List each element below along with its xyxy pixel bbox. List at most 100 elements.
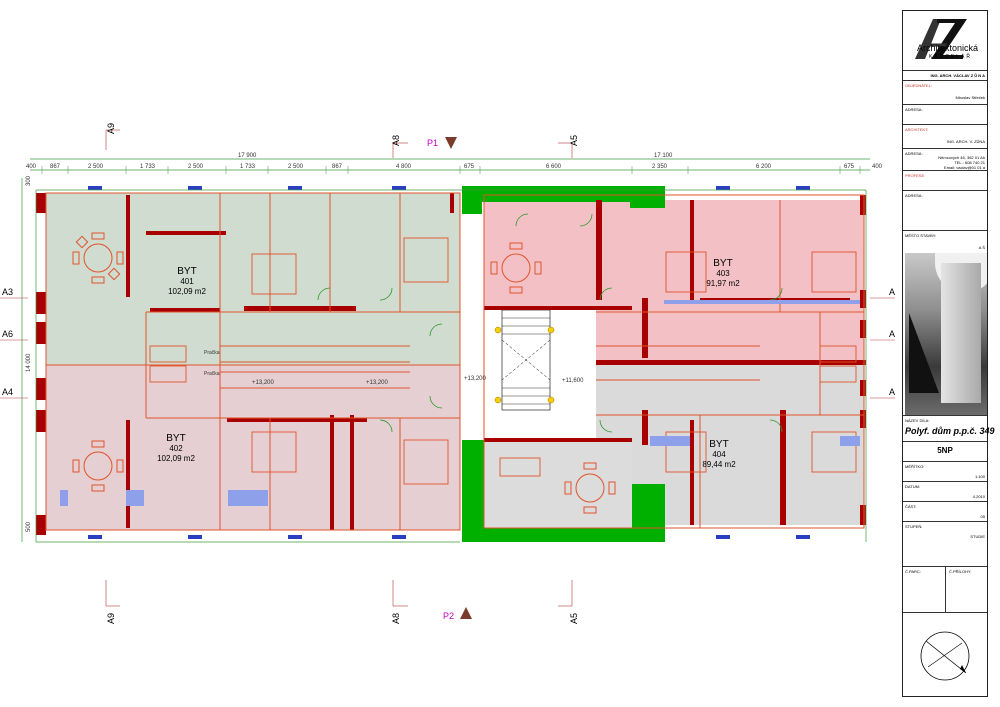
objednatel-label: OBJEDNATEL: [905, 83, 933, 88]
level-mark: +13,200 [464, 376, 487, 382]
dim-top: 2 350 [652, 164, 668, 170]
stupen-value: STUDIE [970, 534, 985, 539]
firm-sub: KANCELÁŘ [929, 54, 972, 60]
room-label: Pračka [204, 371, 220, 377]
floor-plan: P1 P2 A9 A8 A5 A9 A8 A5 A3 A6 A4 A3 A6 A… [0, 123, 895, 624]
dim-total-left: 17 900 [238, 153, 257, 159]
section-p2-arrow [460, 607, 472, 619]
axis-a5-top: A5 [569, 135, 579, 146]
byt-402-title: BYT [166, 433, 185, 444]
axis-a9-top: A9 [106, 123, 116, 134]
dim-top: 2 500 [188, 164, 204, 170]
dim-left: 300 [26, 175, 32, 186]
building-photo [905, 253, 987, 415]
byt-404-number: 404 [712, 450, 726, 459]
room-label: Pračka [204, 350, 220, 356]
dim-top: 4 800 [396, 164, 412, 170]
section-p1-arrow [445, 137, 457, 149]
byt-404-title: BYT [709, 439, 728, 450]
byt-403-area: 91,97 m2 [706, 279, 740, 288]
axis-a3-right: A3 [889, 287, 895, 297]
byt-403-title: BYT [713, 258, 732, 269]
dim-top: 400 [26, 164, 37, 170]
byt-404-area: 89,44 m2 [702, 460, 736, 469]
stupen-label: STUPEŇ: [905, 524, 923, 529]
firm-name: Architektonická [917, 43, 979, 53]
adresa2-value3: Email: vaclav@01 01 a [944, 165, 985, 170]
axis-a6-left: A6 [2, 329, 13, 339]
dining-sets [72, 232, 616, 514]
architekt-value: ING. ARCH. V. ZŮNA [946, 139, 985, 144]
dimension-texts: 17 900 17 100 400 867 2 500 1 733 2 500 … [26, 153, 883, 532]
datum-value: 4.2010 [972, 494, 985, 499]
dimension-lines [21, 158, 870, 543]
byt-401-area: 102,09 m2 [168, 287, 206, 296]
dim-left: 500 [26, 521, 32, 532]
adresa-label: ADRESA: [905, 107, 923, 112]
partitions [45, 192, 865, 531]
apartment-labels: BYT 401 102,09 m2 BYT 402 102,09 m2 BYT … [157, 258, 740, 469]
door-swings [317, 213, 783, 433]
cast-label: ČÁST: [905, 504, 917, 509]
dim-top: 2 500 [88, 164, 104, 170]
byt-402-area: 102,09 m2 [157, 454, 195, 463]
cprilohy-label: Č.PŘÍLOHY: [949, 569, 972, 574]
dim-left: 14 000 [26, 353, 32, 372]
misto-label: MĚSTO STAVBY: [905, 233, 937, 238]
level-mark: +13,200 [366, 380, 389, 386]
adresa2-value1: Němcových 46, 362 01 Ah [938, 155, 985, 160]
dim-top: 6 600 [546, 164, 562, 170]
level-mark: +13,200 [252, 380, 275, 386]
balcony-glazing [60, 300, 860, 506]
byt-401-number: 401 [180, 277, 194, 286]
profese-label: PROFESE: [905, 173, 926, 178]
datum-label: DATUM: [905, 484, 921, 489]
byt-403-number: 403 [716, 269, 730, 278]
meritko-label: MĚŘÍTKO: [905, 464, 925, 469]
dim-top: 2 500 [288, 164, 304, 170]
floor-label: 5NP [937, 446, 953, 455]
dim-top: 6 200 [756, 164, 772, 170]
objednatel-value: Miroslav Střeček [955, 95, 985, 100]
architect-header: ING. ARCH. VÁCLAV Z Ů N A [930, 73, 985, 78]
level-marks: +13,200 +13,200 +13,200 +11,600 Pračka P… [204, 350, 584, 386]
dim-top: 867 [332, 164, 343, 170]
dim-top: 675 [844, 164, 855, 170]
axis-a8-top: A8 [391, 135, 401, 146]
dim-top: 867 [50, 164, 61, 170]
dim-total-right: 17 100 [654, 153, 673, 159]
axis-a5-bottom: A5 [569, 613, 579, 624]
axis-a3-left: A3 [2, 287, 13, 297]
window-marks [88, 186, 810, 539]
dim-top: 1 733 [140, 164, 156, 170]
axis-a9-bottom: A9 [106, 613, 116, 624]
section-p1-label: P1 [427, 138, 438, 148]
north-arrow-icon [920, 631, 970, 681]
adresa2-value2: TEL.: 608 740 21 [954, 160, 985, 165]
nazev-value: Polyf. dům p.p.č. 349 [905, 426, 995, 436]
axis-lines [0, 129, 895, 607]
byt-402-number: 402 [169, 444, 183, 453]
misto-value: A Š [978, 245, 985, 250]
axis-a8-bottom: A8 [391, 613, 401, 624]
meritko-value: 1:100 [974, 474, 985, 479]
axis-a6-right: A6 [889, 329, 895, 339]
adresa3-label: ADRESA: [905, 193, 923, 198]
axis-a4-right: A4 [889, 387, 895, 397]
nazev-label: NÁZEV DÍLA: [905, 418, 930, 423]
title-block: Architektonická KANCELÁŘ ING. ARCH. VÁCL… [902, 10, 995, 697]
architekt-label: ARCHITEKT: [905, 127, 929, 132]
byt-401-title: BYT [177, 266, 196, 277]
furniture [149, 237, 857, 485]
adresa2-label: ADRESA: [905, 151, 923, 156]
dim-top: 675 [464, 164, 475, 170]
firm-logo [915, 19, 967, 59]
cast-value: 05 [980, 514, 985, 519]
axis-a4-left: A4 [2, 387, 13, 397]
level-mark: +11,600 [562, 378, 584, 384]
cparc-label: Č.PARC: [905, 569, 921, 574]
dim-top: 1 733 [240, 164, 256, 170]
axis-labels: A9 A8 A5 A9 A8 A5 A3 A6 A4 A3 A6 A4 [2, 123, 895, 624]
dim-top: 400 [872, 164, 883, 170]
section-p2-label: P2 [443, 611, 454, 621]
